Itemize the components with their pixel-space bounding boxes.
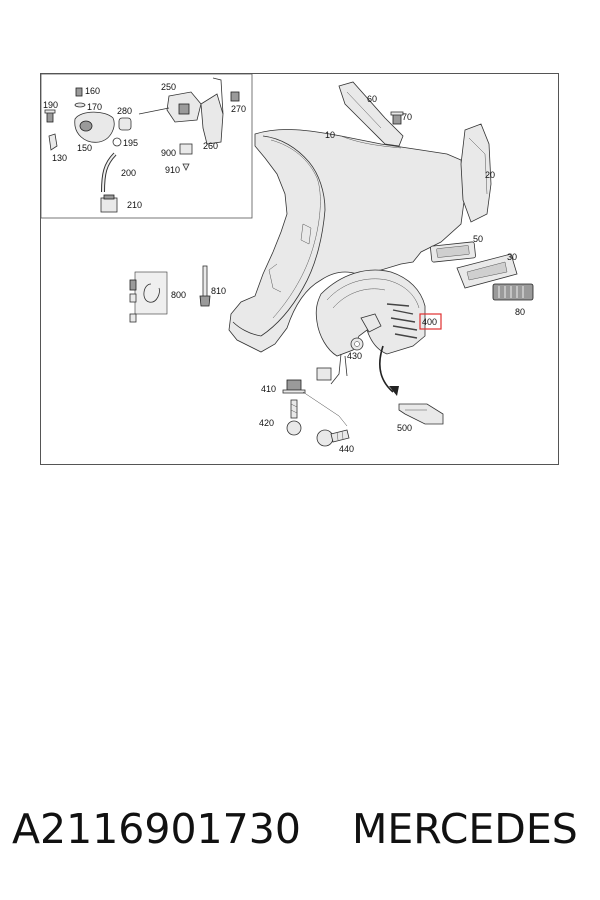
callout-910: 910	[165, 165, 180, 175]
part-800-screws	[129, 279, 137, 323]
callout-190: 190	[43, 100, 58, 110]
callout-10: 10	[325, 130, 335, 140]
callout-810: 810	[211, 286, 226, 296]
part-260-bracket	[200, 77, 224, 145]
callout-160: 160	[85, 86, 100, 96]
callout-260: 260	[203, 141, 218, 151]
callout-20: 20	[485, 170, 495, 180]
part-800-clip-card	[134, 271, 168, 315]
part-number: A2116901730	[12, 805, 301, 853]
callout-900: 900	[161, 148, 176, 158]
part-160-screw	[75, 87, 83, 97]
part-30-vent-housing	[456, 253, 518, 289]
callout-440: 440	[339, 444, 354, 454]
callout-800: 800	[171, 290, 186, 300]
part-200-hose	[101, 152, 117, 193]
part-190-screw	[44, 109, 56, 123]
inset-box	[41, 74, 253, 219]
part-420-screw	[286, 399, 302, 436]
part-440-bolt	[316, 429, 350, 447]
callout-430: 430	[347, 351, 362, 361]
part-195-ring	[112, 137, 122, 147]
leader-410	[302, 391, 348, 427]
part-60-bracket	[338, 81, 404, 147]
part-410-clip	[282, 379, 306, 394]
callout-50: 50	[473, 234, 483, 244]
brand-name: MERCEDES	[352, 805, 578, 853]
part-900-connector	[179, 143, 193, 155]
part-150-fuel-flap	[74, 111, 115, 143]
diagram-canvas: 160 190 170 130 150 250 280 270 195 900 …	[41, 74, 534, 454]
part-20-rear-panel	[460, 123, 492, 223]
part-280-hinge	[118, 117, 132, 131]
part-270-nut	[230, 91, 240, 102]
part-810-pin	[199, 265, 211, 307]
callout-270: 270	[231, 104, 246, 114]
part-910-pin	[182, 163, 190, 171]
callout-195: 195	[123, 138, 138, 148]
callout-250: 250	[161, 82, 176, 92]
assembly-arrow	[379, 345, 399, 396]
callout-30: 30	[507, 252, 517, 262]
part-430-nut	[350, 337, 364, 351]
part-10-side-panel	[228, 129, 466, 353]
callout-60: 60	[367, 94, 377, 104]
callout-80: 80	[515, 307, 525, 317]
part-80-grille	[492, 283, 534, 301]
callout-420: 420	[259, 418, 274, 428]
part-210-clip	[100, 194, 118, 213]
callout-170: 170	[87, 102, 102, 112]
callout-130: 130	[52, 153, 67, 163]
parts-diagram: 160 190 170 130 150 250 280 270 195 900 …	[40, 73, 559, 465]
part-50-vent-frame	[430, 241, 476, 263]
part-500-spacer	[398, 403, 444, 425]
callout-70: 70	[402, 112, 412, 122]
highlight-box-400	[419, 313, 442, 330]
part-70-bolt	[390, 111, 404, 125]
callout-280: 280	[117, 106, 132, 116]
callout-410: 410	[261, 384, 276, 394]
callout-210: 210	[127, 200, 142, 210]
callout-200: 200	[121, 168, 136, 178]
callout-400: 400	[422, 317, 437, 327]
part-130-clip	[48, 133, 58, 151]
part-400-wheel-arch-liner	[315, 269, 426, 385]
part-170-washer	[74, 102, 86, 108]
callout-500: 500	[397, 423, 412, 433]
callout-labels: 160 190 170 130 150 250 280 270 195 900 …	[43, 82, 525, 454]
callout-150: 150	[77, 143, 92, 153]
part-250-actuator	[138, 91, 202, 123]
